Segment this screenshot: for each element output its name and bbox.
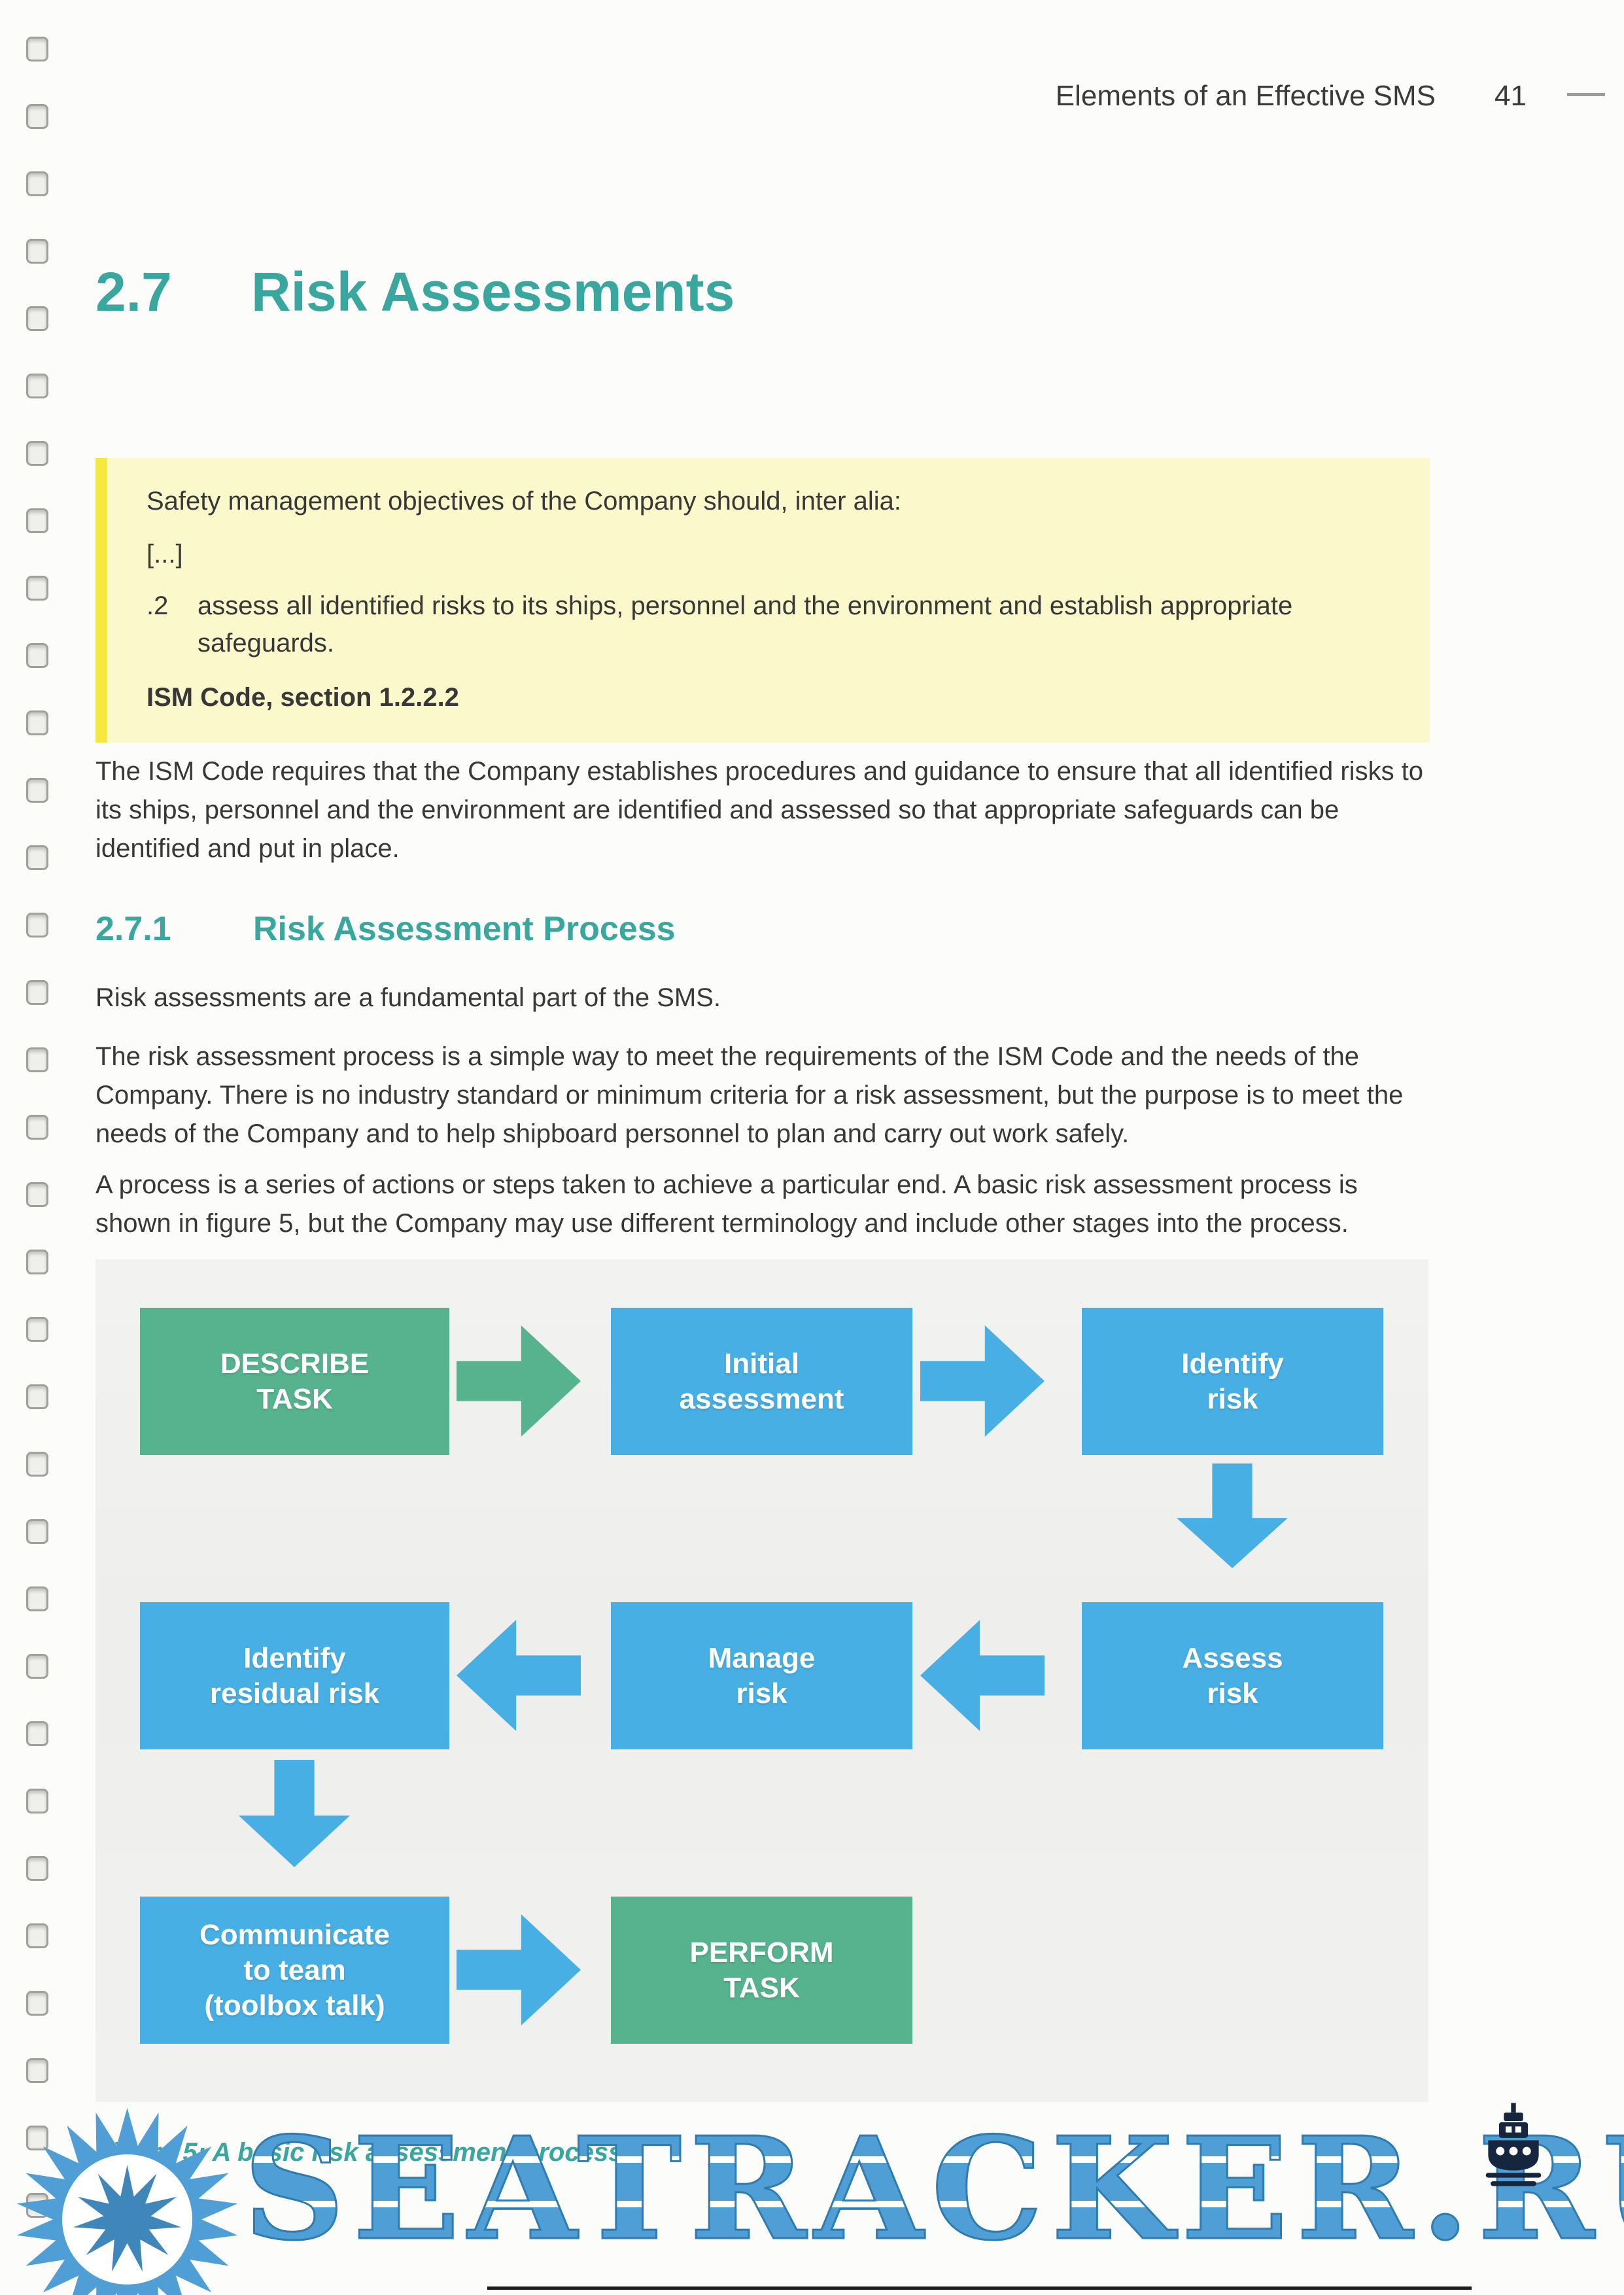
binder-hole	[26, 306, 48, 331]
binder-hole	[26, 1452, 48, 1477]
binder-hole	[26, 1182, 48, 1207]
node-label-line: Identify	[243, 1641, 346, 1674]
quote-item-text: assess all identified risks to its ships…	[198, 591, 1293, 657]
flow-node-initial-assessment: Initial assessment	[611, 1308, 912, 1455]
quote-ellipsis: [...]	[147, 540, 183, 569]
node-label-line: (toolbox talk)	[204, 1989, 385, 2022]
subsection-title: Risk Assessment Process	[253, 910, 676, 948]
arrow-down-icon	[1177, 1463, 1288, 1568]
paragraph: The risk assessment process is a simple …	[95, 1042, 1404, 1148]
flow-node-identify-residual-risk: Identify residual risk	[140, 1602, 449, 1749]
arrow-right-icon	[457, 1914, 581, 2025]
node-label-line: PERFORM	[689, 1936, 834, 1969]
ism-quote-box: Safety management objectives of the Comp…	[95, 458, 1430, 743]
node-label-line: Identify	[1181, 1347, 1284, 1380]
quote-item: .2 assess all identified risks to its sh…	[147, 587, 1384, 662]
node-label-line: residual risk	[209, 1677, 380, 1709]
node-label-line: risk	[1207, 1382, 1258, 1415]
binder-hole	[26, 1384, 48, 1409]
quote-intro: Safety management objectives of the Comp…	[147, 487, 901, 516]
quote-item-number: .2	[147, 591, 169, 620]
binder-hole	[26, 2058, 48, 2083]
node-label-line: Assess	[1182, 1641, 1283, 1674]
arrow-left-icon	[457, 1620, 581, 1731]
node-label-line: TASK	[723, 1971, 800, 2004]
node-label-line: TASK	[256, 1382, 333, 1415]
binder-hole	[26, 1317, 48, 1342]
quote-source: ISM Code, section 1.2.2.2	[147, 683, 459, 712]
flow-node-assess-risk: Assess risk	[1082, 1602, 1383, 1749]
binder-hole	[26, 2126, 48, 2150]
binder-hole	[26, 1250, 48, 1274]
sun-logo-icon	[16, 2108, 238, 2295]
binder-hole	[26, 778, 48, 803]
node-label-line: DESCRIBE	[220, 1347, 370, 1380]
arrow-down-icon	[239, 1760, 350, 1867]
flow-node-perform-task: PERFORM TASK	[611, 1897, 912, 2044]
paragraph: The ISM Code requires that the Company e…	[95, 757, 1424, 863]
figure-5-flowchart: DESCRIBE TASK Initial assessment Identif…	[95, 1259, 1428, 2102]
binder-hole	[26, 239, 48, 264]
node-label-line: to team	[243, 1953, 346, 1986]
binder-hole	[26, 104, 48, 129]
binder-hole	[26, 1519, 48, 1544]
section-heading: 2.7 Risk Assessments	[95, 260, 734, 324]
binder-hole	[26, 441, 48, 466]
binder-hole	[26, 1789, 48, 1813]
binder-hole	[26, 1991, 48, 2016]
binder-holes	[0, 0, 59, 2295]
flow-node-manage-risk: Manage risk	[611, 1602, 912, 1749]
binder-hole	[26, 1923, 48, 1948]
binder-hole	[26, 576, 48, 601]
binder-hole	[26, 845, 48, 870]
binder-hole	[26, 1721, 48, 1746]
node-label-line: Communicate	[199, 1918, 390, 1951]
binder-hole	[26, 1586, 48, 1611]
flow-node-identify-risk: Identify risk	[1082, 1308, 1383, 1455]
binder-hole	[26, 1115, 48, 1140]
binder-hole	[26, 374, 48, 398]
corner-dash	[1567, 93, 1605, 96]
flow-node-describe-task: DESCRIBE TASK	[140, 1308, 449, 1455]
running-header: Elements of an Effective SMS	[1055, 80, 1436, 112]
ship-icon	[1485, 2103, 1542, 2186]
node-label-line: risk	[736, 1677, 787, 1709]
binder-hole	[26, 171, 48, 196]
binder-hole	[26, 37, 48, 61]
subsection-heading: 2.7.1 Risk Assessment Process	[95, 909, 676, 949]
binder-hole	[26, 1047, 48, 1072]
page-number: 41	[1494, 80, 1527, 112]
binder-hole	[26, 1856, 48, 1881]
watermark: SEATRACKER.RU	[0, 2080, 1624, 2295]
arrow-right-icon	[457, 1325, 581, 1437]
arrow-left-icon	[920, 1620, 1045, 1731]
node-label-line: assessment	[679, 1382, 844, 1415]
arrow-right-icon	[920, 1325, 1045, 1437]
paragraph: A process is a series of actions or step…	[95, 1170, 1358, 1238]
binder-hole	[26, 710, 48, 735]
binder-hole	[26, 980, 48, 1005]
node-label-line: Initial	[724, 1347, 799, 1380]
watermark-text: SEATRACKER.RU	[242, 2118, 1624, 2260]
paragraph: Risk assessments are a fundamental part …	[95, 983, 721, 1012]
binder-hole	[26, 1654, 48, 1679]
binder-hole	[26, 913, 48, 937]
section-title: Risk Assessments	[251, 261, 735, 323]
subsection-number: 2.7.1	[95, 910, 171, 948]
binder-hole	[26, 508, 48, 533]
binder-hole	[26, 643, 48, 668]
node-label-line: Manage	[708, 1641, 816, 1674]
node-label-line: risk	[1207, 1677, 1258, 1709]
scan-artifact-line	[487, 2286, 1472, 2290]
flow-node-communicate-to-team: Communicate to team (toolbox talk)	[140, 1897, 449, 2044]
section-number: 2.7	[95, 261, 172, 323]
